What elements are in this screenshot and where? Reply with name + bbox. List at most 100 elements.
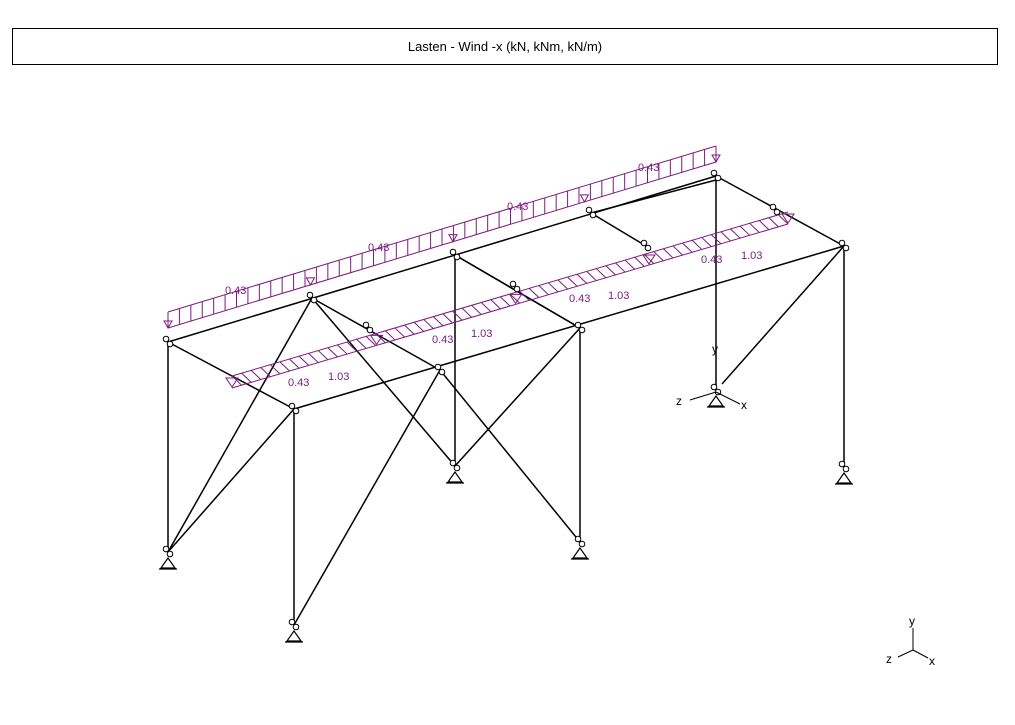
load-hatch	[538, 285, 549, 296]
hinge-node	[166, 340, 174, 348]
load-hatch	[404, 324, 415, 335]
load-hatch	[547, 282, 559, 293]
load-hatch	[672, 245, 683, 256]
load-hatch	[260, 367, 271, 378]
supports	[159, 394, 853, 643]
frame-member	[293, 369, 441, 626]
hinge-node	[842, 465, 850, 473]
distributed-load-front	[225, 211, 795, 389]
hinge-node	[578, 326, 586, 334]
load-hatch	[241, 372, 252, 383]
hinge-node	[585, 206, 593, 214]
load-hatch	[557, 279, 568, 290]
load-arrow	[642, 254, 656, 265]
load-hatch	[337, 344, 348, 355]
load-hatch	[730, 228, 741, 239]
global-axis-z-label: z	[886, 652, 892, 666]
load-hatch	[595, 268, 607, 279]
load-hatch	[346, 341, 357, 352]
load-label: 0.43	[432, 334, 453, 346]
hinge-node	[509, 280, 517, 288]
load-hatch	[768, 217, 779, 228]
load-hatch	[452, 310, 463, 321]
local-axis-triad	[689, 391, 741, 405]
load-hatch	[442, 313, 453, 324]
hinge-node	[773, 208, 781, 216]
local-axis-x-label: x	[741, 398, 747, 412]
load-hatch	[385, 330, 396, 341]
diagram-title: Lasten - Wind -x (kN, kNm, kN/m)	[12, 28, 998, 65]
load-hatch	[710, 234, 722, 245]
global-axis-triad	[897, 628, 929, 659]
load-hatch	[317, 350, 329, 361]
hinge-node	[366, 326, 374, 334]
hinge-node	[640, 239, 648, 247]
load-hatch	[634, 256, 645, 267]
load-label: 0.43	[507, 201, 528, 213]
support-triangle	[159, 556, 177, 569]
support-triangle	[835, 471, 853, 484]
load-hatch	[308, 353, 319, 363]
load-hatch	[576, 273, 588, 284]
hinge-node	[710, 169, 718, 177]
local-axis-z-label: z	[676, 394, 682, 408]
hinge-node	[306, 291, 314, 299]
load-hatch	[356, 338, 367, 349]
frame-member	[590, 179, 717, 214]
load-hatch	[500, 296, 511, 307]
support-triangle	[571, 546, 589, 559]
hinge-node	[710, 383, 718, 391]
global-axis-y-label: y	[909, 614, 915, 628]
load-label: 0.43	[368, 242, 389, 254]
load-label: 0.43	[701, 254, 722, 266]
load-label: 0.43	[288, 377, 309, 389]
hinge-node	[449, 459, 457, 467]
load-arrow	[579, 194, 590, 203]
load-labels: 0.43 0.43 0.43 0.43 0.43 1.03 0.43 1.03 …	[225, 162, 762, 389]
load-hatch	[663, 248, 674, 259]
load-label: 1.03	[328, 371, 349, 383]
frame-member	[293, 245, 845, 410]
load-arrow	[225, 377, 239, 388]
hinge-node	[438, 368, 446, 376]
load-arrow	[508, 293, 523, 305]
load-hatch	[269, 364, 281, 375]
support-triangle	[285, 629, 303, 642]
load-hatch	[567, 276, 578, 287]
frame-member	[454, 327, 581, 467]
load-hatch	[691, 239, 703, 250]
load-hatch	[413, 321, 425, 332]
load-hatch	[615, 262, 626, 273]
load-hatch	[423, 319, 434, 329]
nodes	[162, 169, 850, 631]
load-hatch	[461, 307, 473, 318]
load-hatch	[490, 299, 501, 310]
frame-member	[590, 212, 647, 247]
load-hatch	[778, 214, 789, 225]
global-axis-x-label: x	[929, 654, 935, 668]
load-label: 0.43	[638, 162, 659, 174]
load-hatch	[289, 358, 300, 369]
frame-member	[167, 341, 295, 410]
load-hatch	[432, 316, 444, 327]
load-hatch	[605, 265, 616, 276]
frame-member	[167, 408, 295, 553]
hinge-node	[574, 535, 582, 543]
hinge-node	[644, 244, 652, 252]
hinge-node	[166, 550, 174, 558]
hinge-node	[292, 623, 300, 631]
load-hatch	[250, 369, 262, 380]
load-arrow	[781, 213, 795, 224]
hinge-node	[574, 321, 582, 329]
load-label: 1.03	[741, 250, 762, 262]
hinge-node	[288, 618, 296, 626]
frame-member	[721, 245, 845, 385]
load-hatch	[758, 220, 770, 231]
load-hatch	[394, 327, 405, 338]
hinge-node	[292, 407, 300, 415]
load-hatch	[519, 290, 530, 301]
load-label: 1.03	[471, 328, 492, 340]
hinge-node	[513, 285, 521, 293]
support-triangle	[707, 394, 725, 407]
